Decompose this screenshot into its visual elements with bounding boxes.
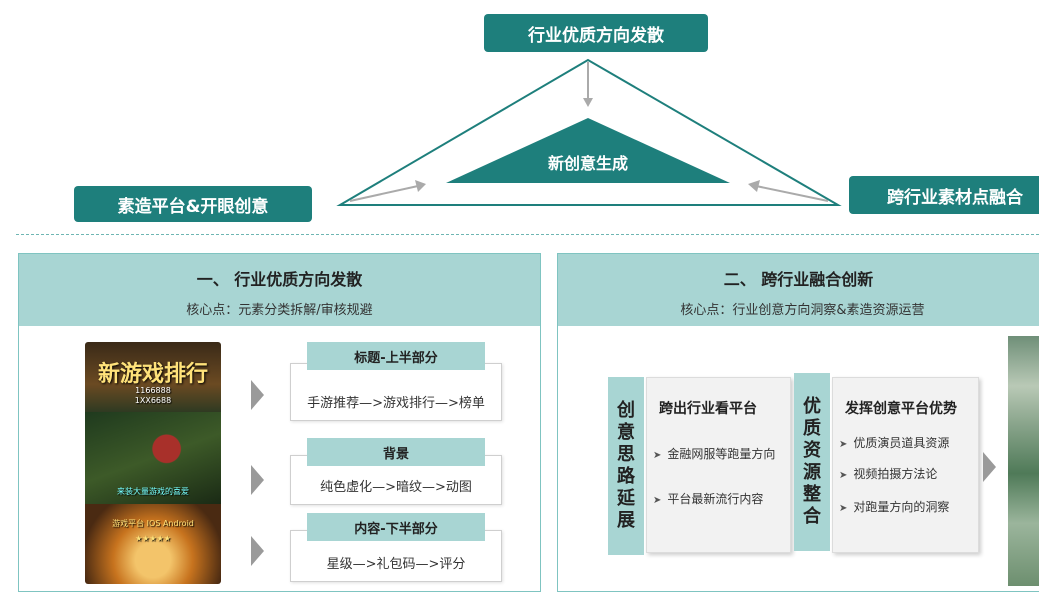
ad-title-text: 新游戏排行 (97, 361, 208, 387)
chevron-right-icon (983, 452, 996, 482)
arrow-left-head (415, 180, 426, 192)
card-creative-platform-advantage: 发挥创意平台优势 ➤ 优质演员道具资源 ➤ 视频拍摄方法论 ➤ 对跑量方向的洞察 (832, 377, 979, 553)
triangle-bullet-icon: ➤ (839, 439, 848, 450)
triangle-diagram (336, 58, 842, 206)
chevron-right-icon (251, 380, 264, 410)
ad-middle-section: 来装大量游戏的喜爱 (85, 412, 221, 504)
info-card-text: 星级—>礼包码—>评分 (326, 557, 466, 572)
panel-subtitle: 核心点：行业创意方向洞察&素造资源运营 (680, 303, 925, 318)
info-card-title: 手游推荐—>游戏排行—>榜单 (290, 363, 502, 421)
left-platform-label: 素造平台&开眼创意 (74, 186, 312, 222)
ad-bottom-section: 游戏平台 IOS Android ★★★★★ (85, 504, 221, 584)
card-item-text: 优质演员道具资源 (853, 436, 950, 450)
ad-top-section: 新游戏排行 1166888 1XX6688 (85, 342, 221, 412)
chevron-right-icon (251, 465, 264, 495)
card-item: ➤ 优质演员道具资源 (839, 434, 949, 451)
info-tag-background: 背景 (307, 438, 485, 466)
card-item: ➤ 视频拍摄方法论 (839, 465, 937, 482)
card-item: ➤ 金融网服等跑量方向 (653, 445, 775, 462)
tab-char: 展 (617, 510, 635, 531)
ad-code-line-1: 1166888 (135, 386, 171, 395)
card-title: 发挥创意平台优势 (845, 401, 957, 417)
game-ad-image: 新游戏排行 1166888 1XX6688 来装大量游戏的喜爱 游戏平台 IOS… (85, 342, 221, 584)
tab-resource-integration: 优 质 资 源 整 合 (794, 373, 830, 551)
card-title: 跨出行业看平台 (659, 401, 757, 417)
panel-subtitle: 核心点：元素分类拆解/审核规避 (186, 303, 373, 318)
tab-char: 延 (617, 488, 635, 509)
inner-triangle (446, 118, 730, 183)
tab-char: 路 (617, 466, 635, 487)
right-fusion-label: 跨行业素材点融合 (849, 176, 1039, 214)
top-direction-label: 行业优质方向发散 (484, 14, 708, 52)
info-tag-content: 内容-下半部分 (307, 513, 485, 541)
panel-header: 二、 跨行业融合创新 核心点：行业创意方向洞察&素造资源运营 (558, 254, 1039, 326)
tab-char: 资 (803, 440, 821, 461)
tab-char: 合 (803, 506, 821, 527)
ad-caption: 来装大量游戏的喜爱 (117, 487, 189, 496)
triangle-bullet-icon: ➤ (839, 470, 848, 481)
panel-cross-industry: 二、 跨行业融合创新 核心点：行业创意方向洞察&素造资源运营 创 意 思 路 延… (557, 253, 1039, 592)
arrow-left-in (349, 185, 419, 202)
tab-char: 质 (803, 418, 821, 439)
panel-title: 一、 行业优质方向发散 (196, 270, 363, 289)
arrow-right-in (755, 185, 829, 202)
card-item-text: 平台最新流行内容 (667, 492, 764, 506)
info-card-text: 手游推荐—>游戏排行—>榜单 (307, 396, 485, 411)
card-item-text: 对跑量方向的洞察 (853, 500, 950, 514)
outer-triangle (336, 58, 842, 206)
card-item-text: 金融网服等跑量方向 (667, 447, 776, 461)
arrow-top-head (583, 98, 593, 107)
tab-char: 整 (803, 484, 821, 505)
chevron-right-icon (251, 536, 264, 566)
triangle-bullet-icon: ➤ (653, 450, 662, 461)
inner-triangle-label: 新创意生成 (547, 154, 628, 173)
card-item: ➤ 对跑量方向的洞察 (839, 498, 949, 515)
arrow-right-head (748, 180, 760, 192)
tab-char: 思 (617, 444, 635, 465)
triangle-bullet-icon: ➤ (653, 495, 662, 506)
panel-header: 一、 行业优质方向发散 核心点：元素分类拆解/审核规避 (19, 254, 540, 326)
info-card-text: 纯色虚化—>暗纹—>动图 (320, 480, 472, 495)
tab-char: 意 (617, 422, 635, 443)
tab-creative-extension: 创 意 思 路 延 展 (608, 377, 644, 555)
video-frame-image (1008, 336, 1039, 586)
card-cross-industry-platform: 跨出行业看平台 ➤ 金融网服等跑量方向 ➤ 平台最新流行内容 (646, 377, 791, 553)
section-divider (16, 234, 1039, 235)
tab-char: 源 (803, 462, 821, 483)
card-item-text: 视频拍摄方法论 (853, 467, 938, 481)
triangle-bullet-icon: ➤ (839, 503, 848, 514)
card-item: ➤ 平台最新流行内容 (653, 490, 763, 507)
ad-platform-line: 游戏平台 IOS Android (112, 519, 194, 528)
info-tag-title: 标题-上半部分 (307, 342, 485, 370)
panel-industry-direction: 一、 行业优质方向发散 核心点：元素分类拆解/审核规避 新游戏排行 116688… (18, 253, 541, 592)
ad-stars-line: ★★★★★ (135, 534, 171, 543)
panel-title: 二、 跨行业融合创新 (723, 270, 874, 289)
tab-char: 创 (617, 400, 635, 421)
tab-char: 优 (803, 396, 821, 417)
ad-code-line-2: 1XX6688 (134, 396, 172, 405)
